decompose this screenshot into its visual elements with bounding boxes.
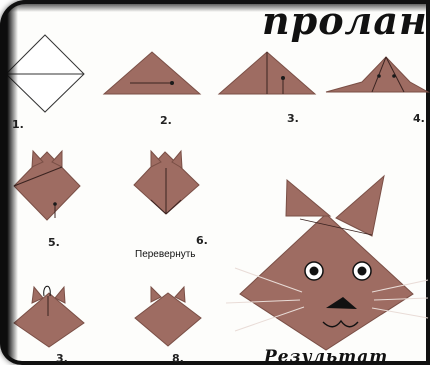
step-4-shape <box>326 57 428 92</box>
step-8-head <box>135 287 201 346</box>
step-5-label: 5. <box>48 236 60 249</box>
step-2-label: 2. <box>160 114 172 127</box>
step-8-label: 8. <box>172 352 184 365</box>
result-caption: Результат <box>264 347 388 365</box>
step-7-label: 3. <box>56 352 68 365</box>
step-3-triangle <box>219 52 315 94</box>
step-7-head <box>14 286 84 347</box>
step-5-head <box>14 151 80 220</box>
flip-caption: Перевернуть <box>135 249 196 260</box>
step-6-head <box>134 151 199 214</box>
result-cat-face <box>226 176 428 350</box>
frame-top-edge <box>0 0 430 12</box>
frame-left-edge <box>0 0 18 365</box>
step-4-label: 4. <box>413 112 425 125</box>
step-6-label: 6. <box>196 234 208 247</box>
step-3-label: 3. <box>287 112 299 125</box>
step-2-triangle <box>104 52 200 94</box>
